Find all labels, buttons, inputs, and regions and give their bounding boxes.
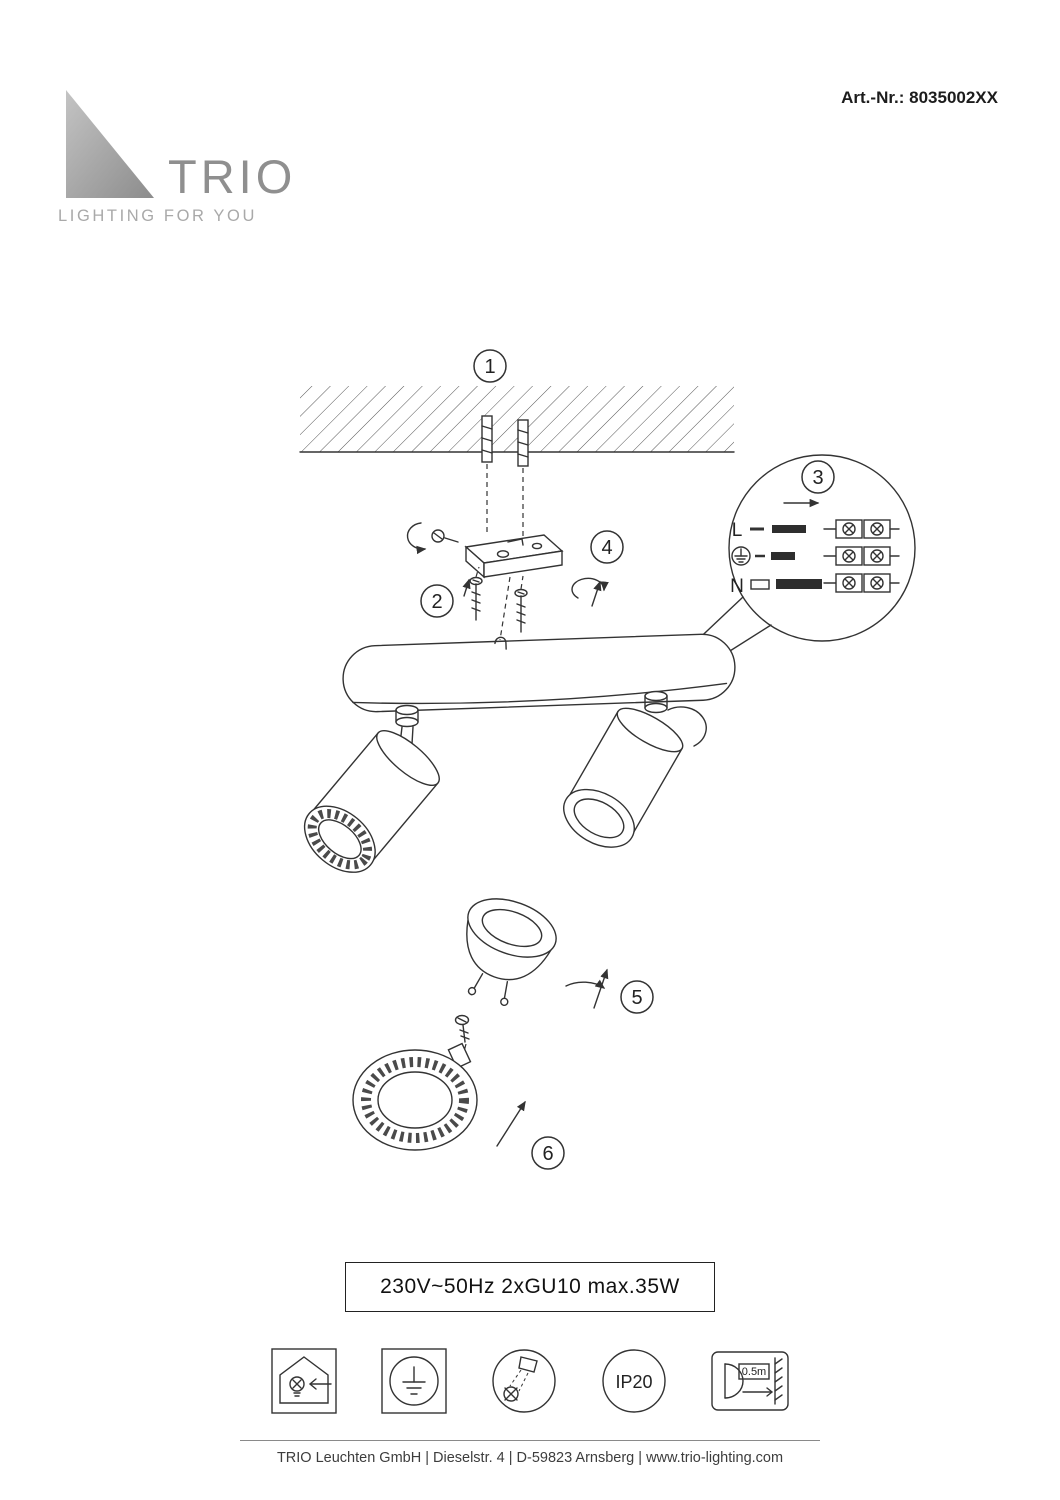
svg-text:2: 2: [431, 591, 442, 613]
lamp-bar: [342, 633, 736, 713]
left-swivel: [395, 704, 419, 745]
trio-logo-mark: [66, 90, 154, 198]
step-label-1: 1: [473, 349, 507, 383]
footer: TRIO Leuchten GmbH | Dieselstr. 4 | D-59…: [240, 1440, 820, 1466]
lamp-shield-icon: [492, 1349, 556, 1413]
protective-earth-icon: [381, 1348, 447, 1414]
fixing-screws: [462, 566, 609, 633]
cable-guide-line: [499, 576, 511, 641]
ip-rating-text: IP20: [615, 1372, 652, 1392]
right-swivel: [644, 690, 707, 747]
ip-rating-badge: IP20: [602, 1349, 666, 1413]
rotate-arrows: [565, 968, 609, 1009]
side-screw: [406, 522, 459, 555]
logo-tagline: LIGHTING FOR YOU: [58, 207, 257, 225]
step-label-5: 5: [620, 980, 654, 1014]
wall-plugs: [481, 415, 529, 536]
footer-text: TRIO Leuchten GmbH | Dieselstr. 4 | D-59…: [276, 1450, 784, 1466]
step-label-4: 4: [590, 530, 624, 564]
step-label-6: 6: [531, 1136, 565, 1170]
indoor-use-icon: [271, 1348, 337, 1414]
terminal-block: [823, 519, 900, 593]
assembly-diagram: L N: [299, 349, 916, 1170]
wiring-callout: L N: [688, 454, 916, 669]
insert-arrow: [496, 1100, 526, 1147]
spec-box: 230V~50Hz 2xGU10 max.35W: [345, 1262, 715, 1312]
trio-logo: TRIO LIGHTING FOR YOU: [58, 88, 296, 226]
safety-icons: IP20 0.5m: [271, 1348, 789, 1414]
svg-text:1: 1: [484, 356, 495, 378]
gu10-bulb: [466, 898, 557, 1007]
step-label-2: 2: [420, 584, 454, 618]
ceiling-hatch: [299, 386, 735, 453]
svg-text:6: 6: [542, 1143, 553, 1165]
wire-label-l: L: [732, 520, 743, 541]
svg-text:4: 4: [601, 537, 612, 559]
mounting-bracket: [464, 534, 564, 579]
right-spotlight: [563, 707, 684, 848]
spec-text: 230V~50Hz 2xGU10 max.35W: [380, 1275, 680, 1298]
trim-ring: [352, 1042, 478, 1151]
earth-symbol: [731, 546, 751, 566]
svg-text:3: 3: [812, 467, 823, 489]
logo-title: TRIO: [168, 150, 297, 203]
step-label-3: 3: [801, 460, 835, 494]
svg-text:5: 5: [631, 987, 642, 1009]
distance-text: 0.5m: [742, 1366, 766, 1378]
wire-label-n: N: [730, 576, 744, 597]
left-spotlight: [303, 730, 440, 873]
min-distance-icon: 0.5m: [711, 1351, 789, 1411]
article-number: Art.-Nr.: 8035002XX: [841, 88, 998, 107]
